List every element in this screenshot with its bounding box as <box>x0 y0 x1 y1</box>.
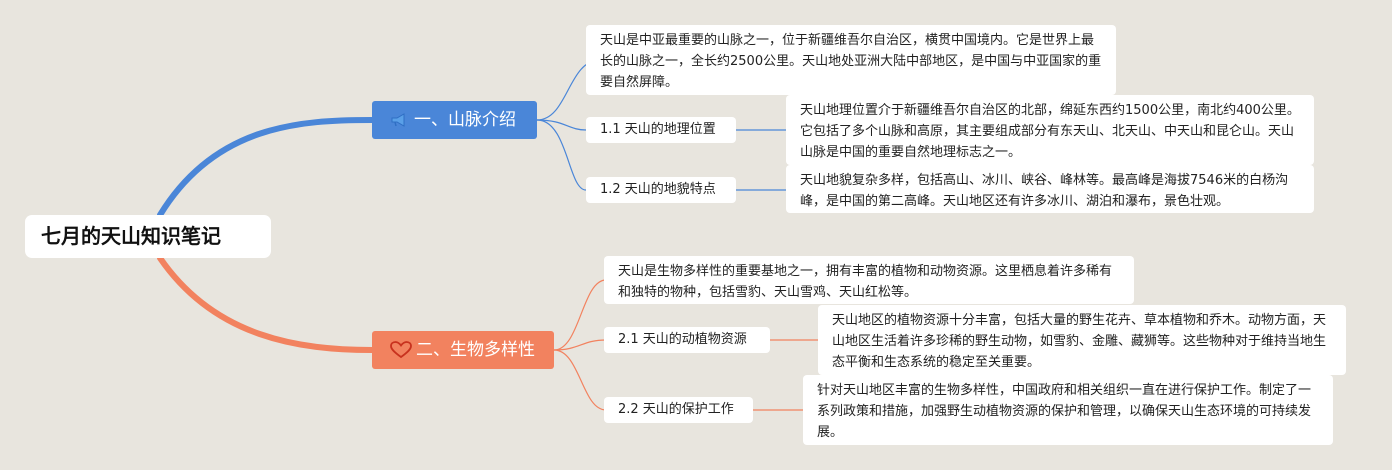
summary-note[interactable]: 天山是中亚最重要的山脉之一，位于新疆维吾尔自治区，横贯中国境内。它是世界上最长的… <box>586 25 1116 95</box>
summary-note[interactable]: 天山是生物多样性的重要基地之一，拥有丰富的植物和动物资源。这里栖息着许多稀有和独… <box>604 256 1134 304</box>
subtopic-2-2[interactable]: 2.2 天山的保护工作 <box>604 397 753 423</box>
subtopic-1-1[interactable]: 1.1 天山的地理位置 <box>586 117 736 143</box>
branch-label: 二、生物多样性 <box>416 340 535 360</box>
detail-note[interactable]: 天山地区的植物资源十分丰富，包括大量的野生花卉、草本植物和乔木。动物方面，天山地… <box>818 305 1346 375</box>
branch-mountain-intro[interactable]: 一、山脉介绍 <box>372 101 537 139</box>
megaphone-icon <box>390 112 410 128</box>
root-topic[interactable]: 七月的天山知识笔记 <box>25 215 271 258</box>
detail-note[interactable]: 针对天山地区丰富的生物多样性，中国政府和相关组织一直在进行保护工作。制定了一系列… <box>803 375 1333 445</box>
detail-note[interactable]: 天山地貌复杂多样，包括高山、冰川、峡谷、峰林等。最高峰是海拔7546米的白杨沟峰… <box>786 165 1314 213</box>
branch-label: 一、山脉介绍 <box>414 110 516 130</box>
subtopic-1-2[interactable]: 1.2 天山的地貌特点 <box>586 177 736 203</box>
heart-icon <box>390 341 412 359</box>
detail-note[interactable]: 天山地理位置介于新疆维吾尔自治区的北部，绵延东西约1500公里，南北约400公里… <box>786 95 1314 165</box>
subtopic-2-1[interactable]: 2.1 天山的动植物资源 <box>604 327 770 353</box>
branch-biodiversity[interactable]: 二、生物多样性 <box>372 331 554 369</box>
